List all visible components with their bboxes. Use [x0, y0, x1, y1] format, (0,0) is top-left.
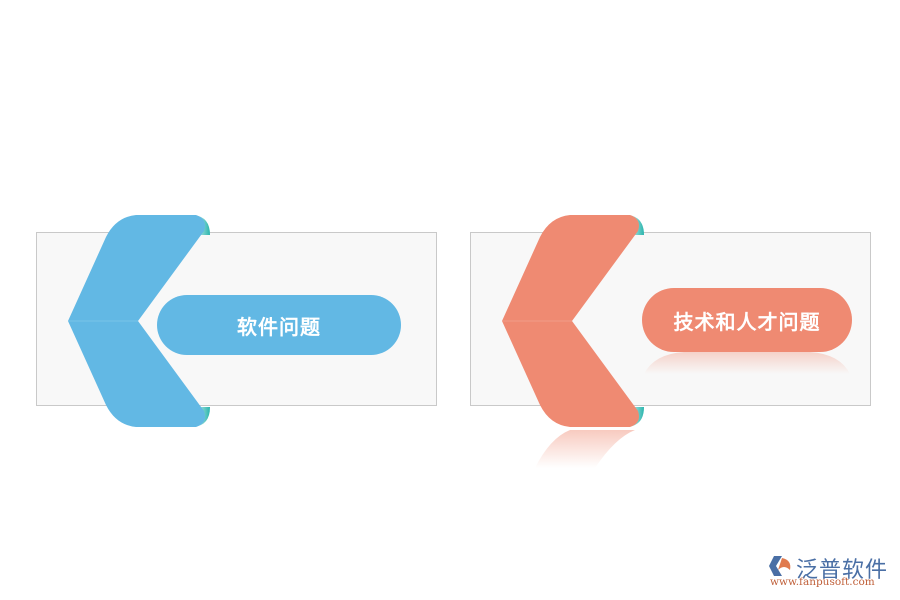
label-pill-software: 软件问题 [157, 295, 401, 355]
brand-logo: 泛普软件 www.fanpusoft.com [768, 553, 893, 593]
label-pill-tech-talent: 技术和人才问题 [642, 288, 852, 352]
logo-name: 泛普软件 [796, 558, 889, 583]
ribbon-reflection [535, 430, 635, 468]
logo-url: www.fanpusoft.com [770, 576, 875, 588]
chevron-ribbon-icon-tech-talent [500, 213, 650, 429]
fanpu-logo-icon [769, 556, 791, 576]
chevron-ribbon-icon-software [66, 213, 216, 429]
